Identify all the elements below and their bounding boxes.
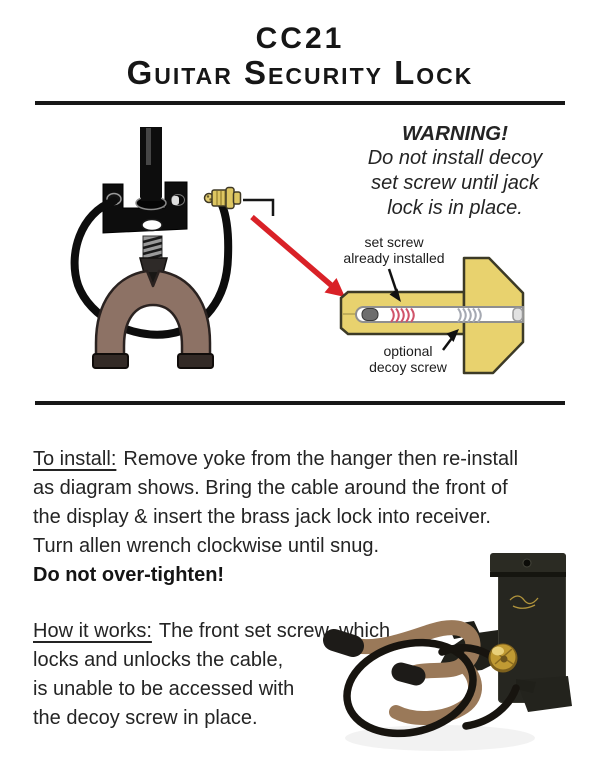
- yoke-tip-left: [92, 353, 129, 369]
- bottom-hook: [516, 679, 536, 693]
- warning-line: lock is in place.: [387, 197, 523, 219]
- yoke-cap: [391, 662, 426, 686]
- install-paragraph: To install:Remove yoke from the hanger t…: [33, 448, 519, 586]
- red-arrow-icon: [250, 214, 345, 297]
- lock-cross-section: [339, 256, 525, 375]
- bracket-shape: [102, 181, 188, 234]
- horizontal-rule-top: [35, 101, 565, 105]
- security-cable: [70, 197, 233, 339]
- photo-cable-loop: [343, 638, 477, 738]
- label-arrow-decoy: [442, 329, 459, 351]
- decoy-screw-threads: [457, 307, 482, 323]
- bore-channel: [355, 306, 524, 323]
- brass-jack-icon: [203, 186, 242, 210]
- do-not-overtighten-warning: Do not over-tighten!: [33, 564, 225, 586]
- hanger-drawing: [70, 127, 275, 369]
- horizontal-rule-middle: [35, 401, 565, 405]
- installation-diagram: [70, 127, 525, 375]
- label-arrow-set-screw: [387, 268, 401, 302]
- page-title-model: CC21: [255, 22, 345, 55]
- warning-title: WARNING!: [402, 122, 508, 145]
- page-title-product-name: Guitar Security Lock: [126, 54, 474, 91]
- set-screw-threads: [390, 307, 415, 323]
- set-screw-plug: [361, 308, 379, 321]
- install-heading: To install:: [33, 448, 117, 470]
- how-it-works-heading: How it works:: [33, 620, 152, 642]
- warning-block: WARNING! Do not install decoy set screw …: [330, 121, 580, 221]
- brass-knob: [488, 643, 518, 673]
- product-photo: [323, 553, 572, 751]
- warning-line: Do not install decoy: [367, 147, 543, 169]
- string-swing-logo-icon: [509, 595, 539, 609]
- yoke-cap: [323, 629, 364, 657]
- set-screw-label: set screw already installed: [343, 234, 445, 266]
- decoy-screw-label: optional decoy screw: [369, 343, 447, 375]
- screw-hole: [522, 558, 532, 568]
- corner-mark: [243, 198, 275, 216]
- yoke-shape: [94, 269, 212, 369]
- warning-line: set screw until jack: [371, 172, 539, 194]
- yoke-tip-right: [177, 353, 214, 369]
